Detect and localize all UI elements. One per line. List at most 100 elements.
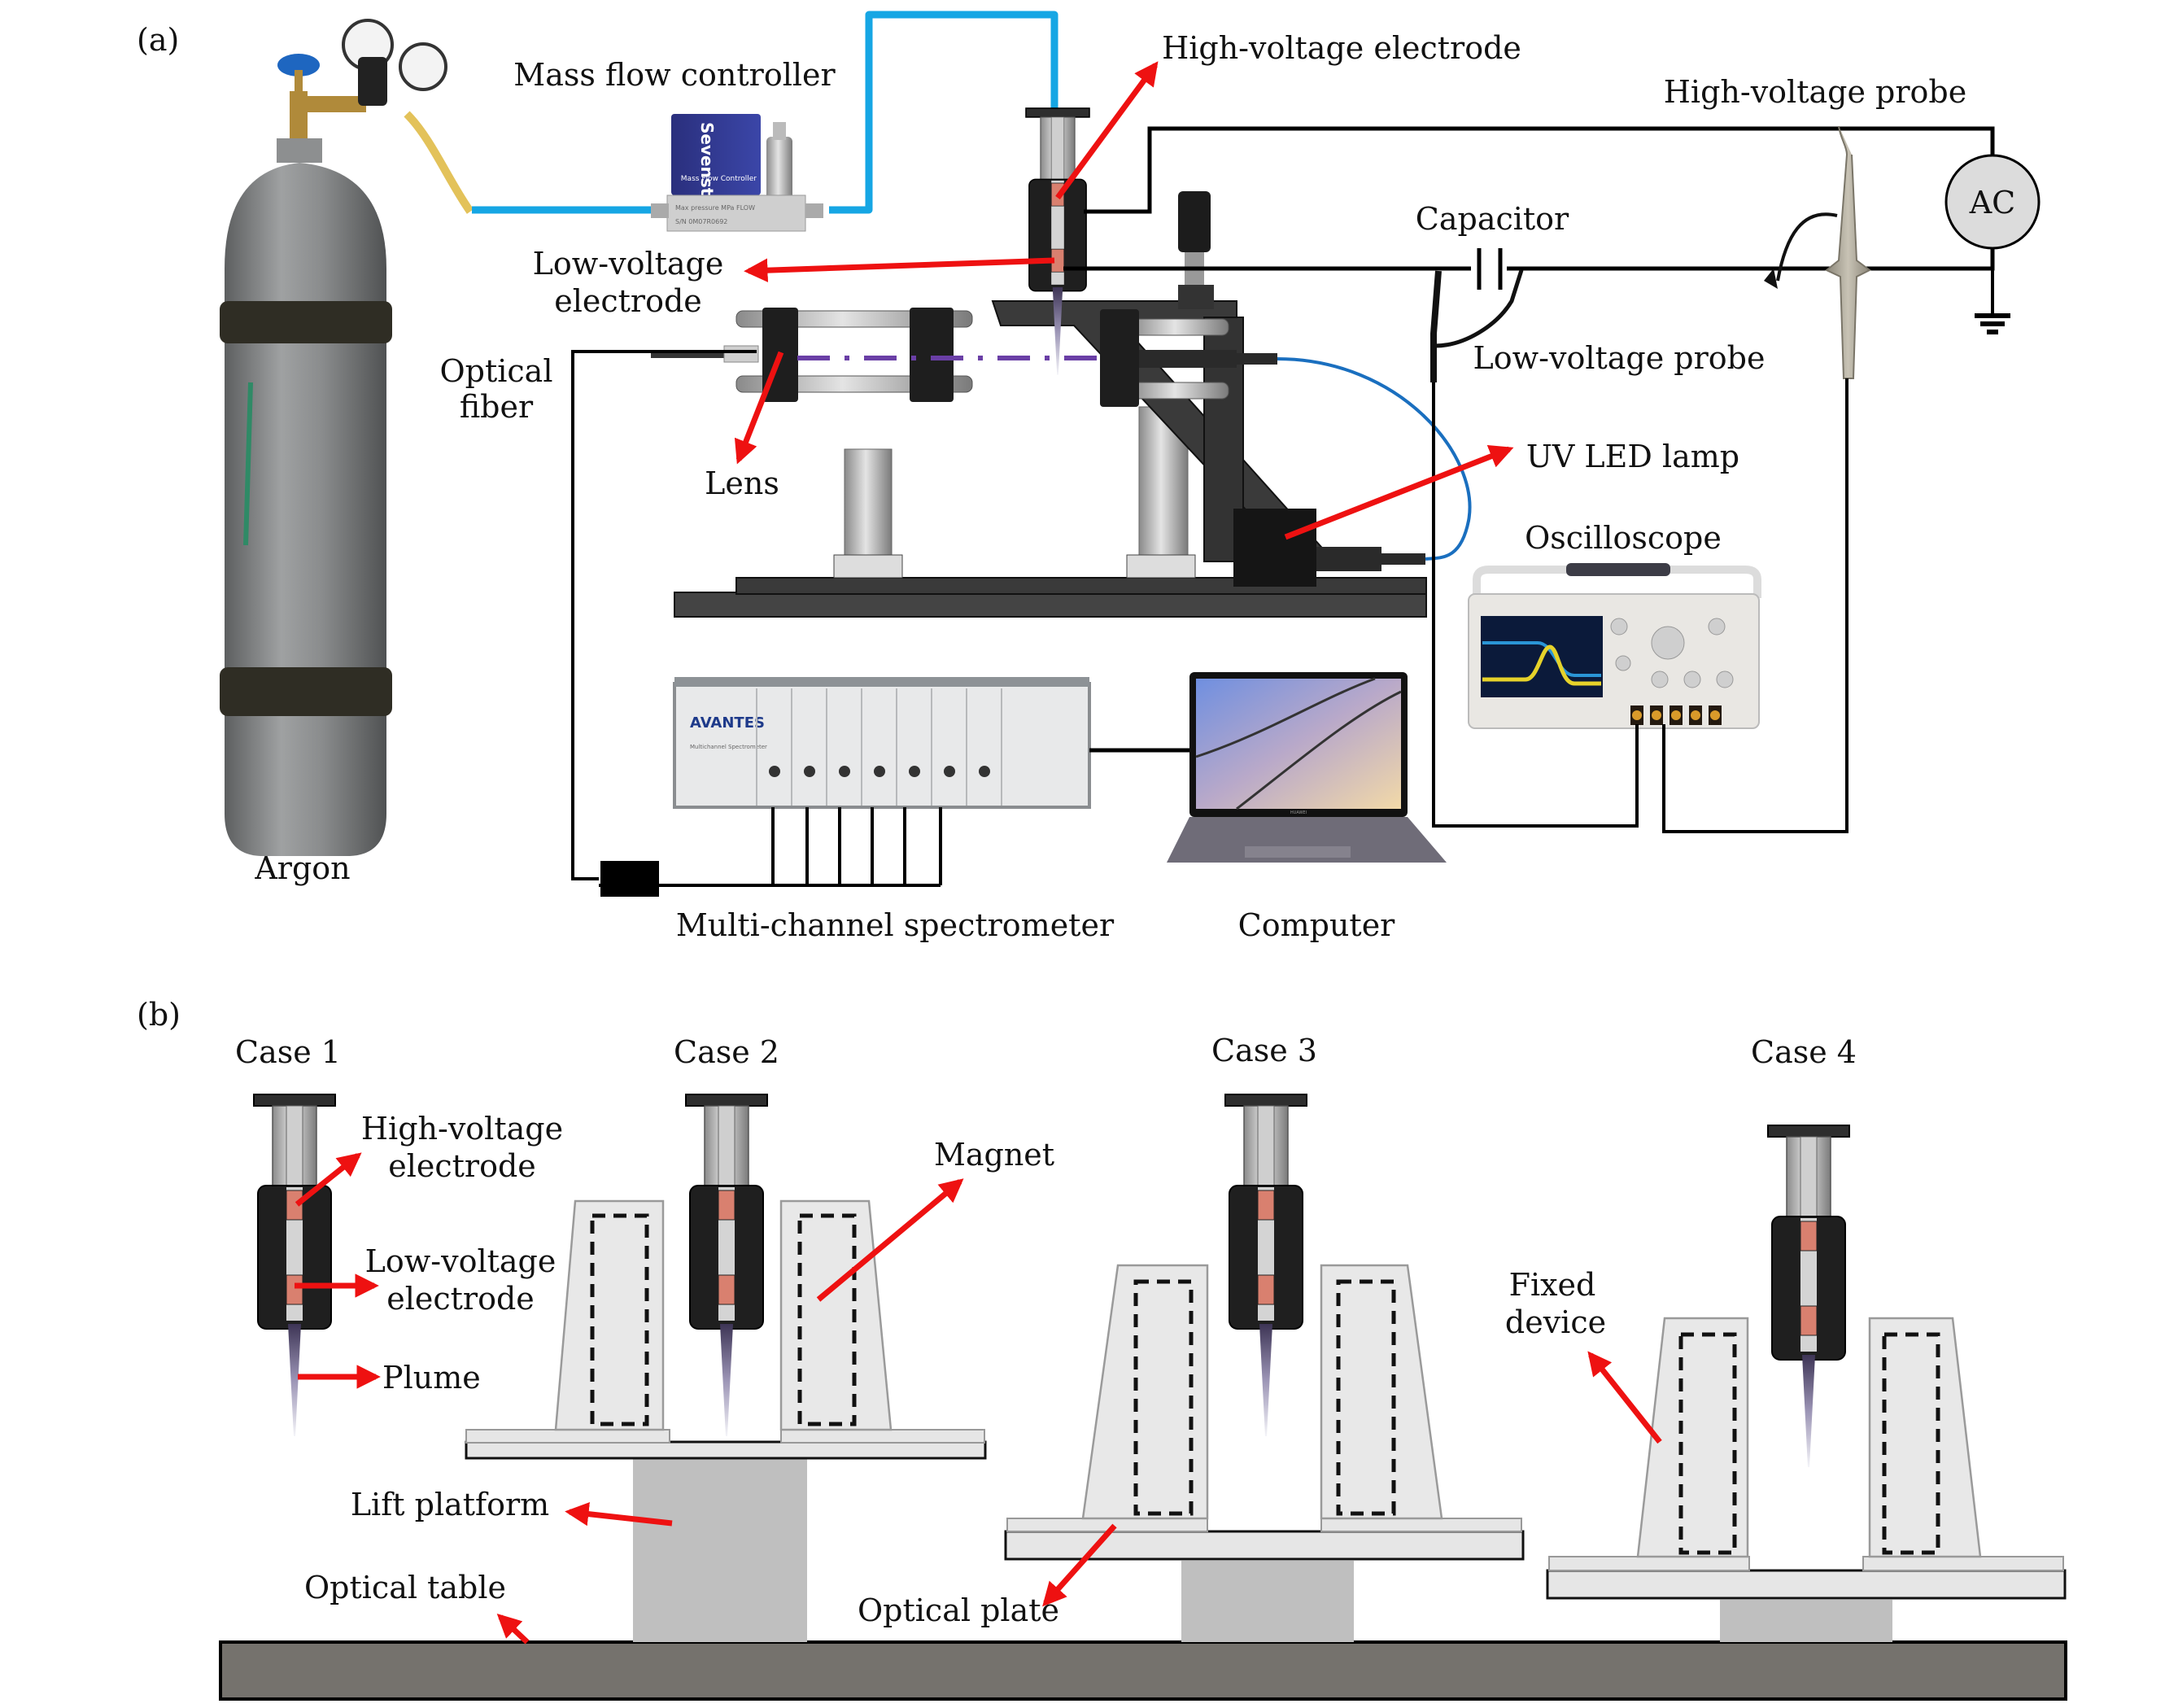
lv-electrode-label-line1: Low-voltage: [533, 246, 724, 282]
oscilloscope: [1468, 563, 1761, 729]
mfc-serial: S/N 0M07R0692: [675, 218, 727, 225]
cylinder-band: [220, 301, 392, 343]
arrow-optical-table: [496, 1613, 530, 1645]
lift-platform: [1720, 1600, 1892, 1642]
ac-label: AC: [1969, 185, 2016, 221]
mfc-plate: Max pressure MPa FLOW: [675, 204, 755, 212]
fixed-device: [554, 1199, 665, 1431]
laptop-brand: HUAWEI: [1290, 810, 1307, 815]
regulator-hose: [404, 111, 474, 214]
capacitor-label: Capacitor: [1416, 201, 1569, 237]
hv-electrode-label-b-line1: High-voltage: [361, 1111, 563, 1147]
case-2-setup: [465, 1199, 987, 1642]
plasma-jet-case-3: [1224, 1094, 1307, 1437]
plasma-jet-case-2: [685, 1094, 768, 1437]
plasma-jet-case-1: [253, 1094, 336, 1437]
arrow-magnet: [816, 1178, 964, 1302]
lv-probe-cable: [1432, 382, 1639, 828]
optical-plate: [1004, 1530, 1525, 1561]
hv-probe-cable: [1662, 378, 1848, 833]
arrow-lens: [734, 351, 784, 465]
computer: HUAWEI: [1167, 672, 1447, 863]
mfc-label: Mass flow controller: [513, 57, 836, 93]
channel-port-icon: [874, 766, 885, 777]
panel-b: (b) Case 1 Case 2 Case 3 Case 4: [137, 997, 2067, 1701]
uv-led-lamp: [1233, 509, 1316, 587]
plasma-jet-case-4: [1767, 1125, 1850, 1468]
argon-label: Argon: [254, 850, 350, 886]
lift-platform: [1181, 1561, 1354, 1642]
channel-port-icon: [839, 766, 850, 777]
ac-source: AC: [1944, 154, 2041, 250]
argon-cylinder: [220, 19, 474, 856]
panel-b-label: (b): [137, 997, 181, 1033]
case-4-setup: [1546, 1317, 2067, 1642]
arrow-lv-electrode: [744, 257, 1055, 282]
channel-port-icon: [909, 766, 920, 777]
low-voltage-probe: [1430, 269, 1524, 382]
hv-electrode-label-b-line2: electrode: [388, 1148, 536, 1184]
spectrometer: AVANTES Multichannel Spectrometer: [673, 677, 1091, 809]
magnet: [1133, 1279, 1194, 1516]
magnet: [1678, 1332, 1737, 1555]
lv-electrode-label-b-line2: electrode: [386, 1281, 535, 1317]
cylinder-band: [220, 667, 392, 716]
spectrometer-brand: AVANTES: [690, 714, 765, 732]
magnet: [1882, 1332, 1940, 1555]
optical-fiber-label-line2: fiber: [460, 389, 534, 425]
fixed-device-label-line1: Fixed: [1509, 1267, 1596, 1303]
magnet: [797, 1213, 857, 1426]
channel-port-icon: [769, 766, 780, 777]
plume-label: Plume: [382, 1360, 481, 1396]
arrow-hv-electrode-b: [295, 1152, 362, 1207]
low-voltage-probe-label: Low-voltage probe: [1473, 340, 1766, 376]
valve-knob-icon: [277, 54, 320, 76]
magnet: [590, 1213, 649, 1426]
case-3-setup: [1004, 1264, 1525, 1642]
lens-holder: [1100, 309, 1139, 407]
optical-bench: [651, 191, 1427, 618]
micrometer-knob: [1178, 191, 1211, 252]
lv-electrode-label-line2: electrode: [554, 283, 702, 319]
optical-table-label: Optical table: [304, 1570, 506, 1605]
plasma-jet: [1025, 107, 1090, 376]
oscilloscope-label: Oscilloscope: [1525, 520, 1722, 556]
channel-port-icon: [944, 766, 955, 777]
fixed-device: [1868, 1317, 1982, 1558]
optical-table: [219, 1640, 2067, 1701]
spectrometer-label: Multi-channel spectrometer: [676, 907, 1115, 943]
high-voltage-probe-label: High-voltage probe: [1664, 74, 1966, 110]
computer-label: Computer: [1238, 907, 1396, 943]
fixed-device: [1320, 1264, 1443, 1520]
optical-plate-label: Optical plate: [858, 1592, 1059, 1628]
case-4-title: Case 4: [1751, 1034, 1857, 1070]
arrow-uv-led: [1284, 444, 1514, 540]
arrow-optical-plate: [1042, 1523, 1117, 1607]
laptop-screen: [1196, 679, 1401, 809]
case-2-title: Case 2: [674, 1034, 779, 1070]
case-1-title: Case 1: [235, 1034, 341, 1070]
mfc-subtitle: Mass Flow Controller: [681, 175, 757, 183]
panel-a: (a) Argon Sevenstar Mass Flow Controller: [137, 11, 2041, 943]
channel-port-icon: [804, 766, 815, 777]
optical-plate: [1546, 1569, 2067, 1600]
lens-holder: [910, 308, 954, 402]
uv-led-label: UV LED lamp: [1526, 439, 1739, 474]
fixed-device: [779, 1199, 893, 1431]
optical-fiber: [571, 350, 757, 880]
ground-icon: [1975, 313, 2010, 334]
spectrometer-channels: [756, 688, 1002, 806]
mass-flow-controller: Sevenstar Mass Flow Controller Max press…: [651, 114, 823, 232]
fiber-bundle: [771, 807, 942, 885]
hv-wire: [1084, 126, 1995, 214]
cylinder-valve-stem: [290, 91, 308, 142]
capacitor-icon: [1471, 244, 1507, 293]
magnet: [1336, 1279, 1396, 1516]
channel-port-icon: [979, 766, 990, 777]
fixed-device: [1636, 1317, 1749, 1558]
lift-platform: [633, 1458, 807, 1642]
arrow-lift-platform: [565, 1501, 673, 1527]
lv-electrode-label-b-line1: Low-voltage: [365, 1243, 557, 1279]
